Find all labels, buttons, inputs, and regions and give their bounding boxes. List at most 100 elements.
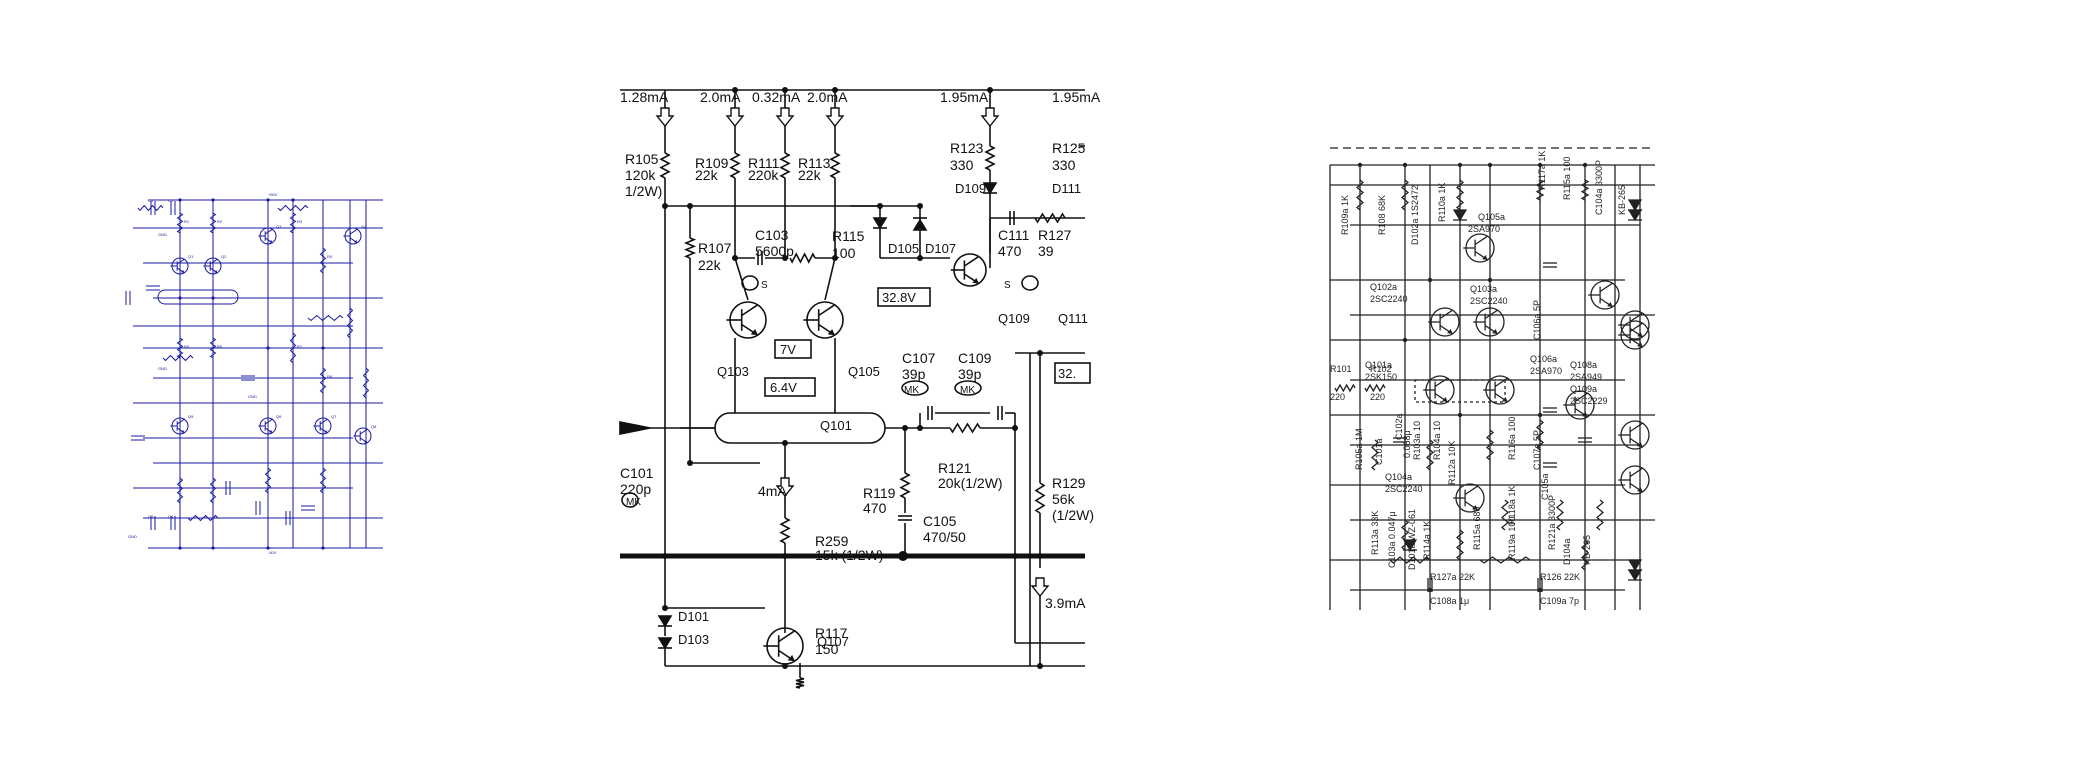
diode-label: D105 <box>888 241 919 256</box>
left-schematic-label: -50V <box>268 550 277 555</box>
right-schematic-label: R102 <box>1370 364 1392 374</box>
capacitor-value: 470 <box>998 243 1022 259</box>
right-schematic-label: C103a 0.047μ <box>1387 511 1397 568</box>
resistor-name: R115 <box>832 228 865 244</box>
capacitor-name: C109 <box>958 350 992 366</box>
transistor-label: Q111 <box>1058 311 1088 326</box>
capacitor-name: C103 <box>755 227 789 243</box>
current-label: 1.95mA <box>940 89 989 105</box>
resistor-name: R127 <box>1038 227 1072 243</box>
left-schematic-label: R4 <box>327 254 333 259</box>
right-schematic-label: R103a 10 <box>1412 421 1422 460</box>
diode-label: D107 <box>925 241 956 256</box>
right-schematic-label: 2SK150 <box>1365 372 1397 382</box>
right-schematic-label: R110a 1K <box>1437 183 1447 222</box>
left-schematic-label: GND <box>248 394 257 399</box>
right-schematic-label: C104a 3300P <box>1594 160 1604 215</box>
left-schematic-label: R2 <box>217 219 223 224</box>
right-schematic-label: KB-265 <box>1582 535 1592 565</box>
right-schematic-label: R118a 1K <box>1507 486 1517 525</box>
left-schematic-label: R5 <box>184 344 190 349</box>
left-schematic-label: R1 <box>184 219 190 224</box>
capacitor-name: C105 <box>923 513 957 529</box>
current-label: 4mA <box>758 483 787 499</box>
diode-label: D101 <box>678 609 709 624</box>
capacitor-tag: S <box>1004 280 1011 291</box>
right-schematic-label: 2SA970 <box>1530 366 1562 376</box>
right-schematic-label: C106a 5P <box>1532 300 1542 340</box>
resistor-name: R109 <box>695 155 729 171</box>
resistor-value: 22k <box>695 167 719 183</box>
left-schematic-label: Q3 <box>276 224 282 229</box>
resistor-value: 100 <box>832 245 856 261</box>
capacitor-value: 470/50 <box>923 529 966 545</box>
resistor-value: 20k(1/2W) <box>938 475 1003 491</box>
right-schematic-label: Q101a <box>1365 360 1392 370</box>
right-schematic-label: C102a <box>1394 413 1404 440</box>
right-schematic-label: R121a 3300P <box>1547 495 1557 550</box>
right-schematic-label: C109a 7p <box>1540 596 1579 606</box>
resistor-name: R105 <box>625 151 659 167</box>
resistor-name: R117 <box>815 625 848 641</box>
current-label: 2.0mA <box>807 89 848 105</box>
resistor-name: R119 <box>863 485 896 501</box>
capacitor-value: 220p <box>620 481 651 497</box>
right-schematic-label: C105a <box>1540 473 1550 500</box>
resistor-value: 39 <box>1038 243 1054 259</box>
current-label: 1.28mA <box>620 89 669 105</box>
left-schematic-label: C2 <box>168 198 174 203</box>
resistor-value: 220k <box>748 167 779 183</box>
right-schematic-label: R105a 1M <box>1354 428 1364 470</box>
right-schematic-label: 2SC2240 <box>1370 294 1408 304</box>
left-schematic-label: GND <box>128 534 137 539</box>
right-schematic-label: R109a 1K <box>1340 195 1350 235</box>
diode-label: D109 <box>955 181 986 196</box>
right-schematic-label: D101a WZ-061 <box>1407 509 1417 570</box>
current-label: 1.95mA <box>1052 89 1101 105</box>
right-schematic-label: R108 68K <box>1377 195 1387 235</box>
voltage-label: 7V <box>780 342 796 357</box>
resistor-name: R113 <box>798 155 831 171</box>
right-schematic-label: R116a 100 <box>1507 417 1517 460</box>
capacitor-tag: S <box>761 280 768 291</box>
left-schematic-label: C4 <box>168 514 174 519</box>
capacitor-name: C107 <box>902 350 936 366</box>
left-schematic-label: R3 <box>297 219 303 224</box>
right-schematic-label: Q103a <box>1470 284 1497 294</box>
capacitor-name: C101 <box>620 465 654 481</box>
resistor-name: R125 <box>1052 140 1086 156</box>
left-schematic-label: Q8 <box>371 424 377 429</box>
right-schematic-label: Q106a <box>1530 354 1557 364</box>
left-schematic-label: Q4 <box>361 224 367 229</box>
right-schematic-label: R117a 1K <box>1537 151 1547 190</box>
capacitor-tag: MK <box>904 385 919 396</box>
right-schematic-label: R126 22K <box>1540 572 1580 582</box>
resistor-name: R259 <box>815 533 849 549</box>
right-schematic-label: KB-265 <box>1617 185 1627 215</box>
resistor-value: 22k <box>698 257 722 273</box>
right-schematic-label: R115a 680 <box>1472 507 1482 550</box>
resistor-value: 330 <box>950 157 974 173</box>
voltage-label: 32.8V <box>882 290 916 305</box>
right-schematic-label: Q102a <box>1370 282 1397 292</box>
right-schematic-label: 220 <box>1370 392 1385 402</box>
left-schematic-label: C1 <box>148 198 154 203</box>
resistor-name: R123 <box>950 140 984 156</box>
voltage-label: 32. <box>1058 366 1076 381</box>
right-schematic-label: 2SC2240 <box>1470 296 1508 306</box>
resistor-value: 150 <box>815 641 839 657</box>
right-schematic-label: R101 <box>1330 364 1352 374</box>
left-schematic-label: Q5 <box>188 414 194 419</box>
right-schematic-label: Q104a <box>1385 472 1412 482</box>
left-schematic-label: R7 <box>297 344 303 349</box>
capacitor-tag: MK <box>626 497 641 508</box>
transistor-label: Q103 <box>717 364 749 379</box>
left-schematic-label: Q2 <box>221 254 227 259</box>
right-schematic-label: R127a 22K <box>1430 572 1475 582</box>
left-schematic-label: Q6 <box>276 414 282 419</box>
resistor-name: R129 <box>1052 475 1086 491</box>
resistor-value: 120k <box>625 167 656 183</box>
resistor-name: R107 <box>698 240 732 256</box>
